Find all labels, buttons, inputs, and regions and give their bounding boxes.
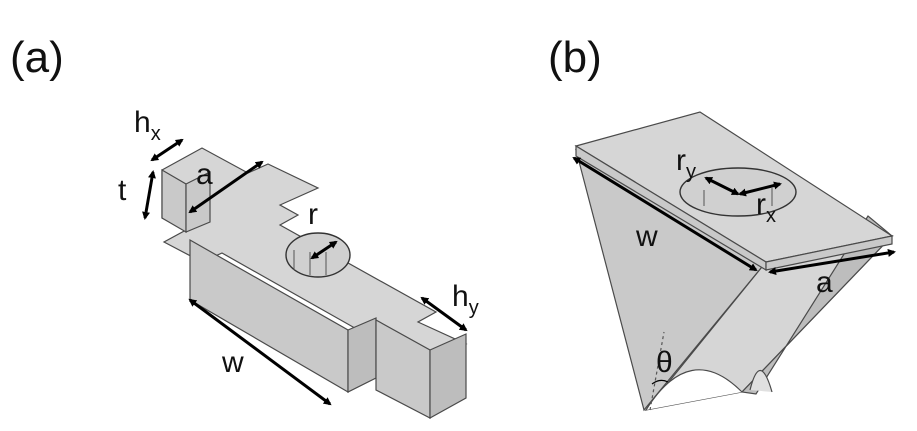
theta-guide-line — [649, 331, 665, 411]
hx-label: hx — [134, 106, 161, 145]
panel-a: (a) hx t a r — [10, 33, 479, 420]
hy-label: hy — [452, 280, 479, 319]
a-label-b: a — [816, 266, 833, 299]
wedge-arc-cutout-back — [749, 369, 773, 393]
a-label: a — [196, 158, 213, 191]
w-label-a: w — [221, 346, 244, 379]
panel-b: (b) ry — [548, 33, 896, 412]
w-arrow-a — [188, 298, 332, 406]
theta-label: θ — [656, 346, 673, 379]
main-body-front-face — [347, 317, 377, 393]
right-tab-front-face — [429, 333, 467, 420]
a-arrow-b — [768, 249, 896, 275]
a-arrow — [188, 160, 264, 214]
hx-arrow — [150, 138, 184, 162]
w-label-b: w — [635, 220, 658, 253]
theta-arc — [651, 379, 669, 385]
t-arrow — [142, 170, 156, 220]
panel-b-label: (b) — [548, 33, 602, 82]
w-arrow-b — [572, 156, 758, 272]
hy-arrow — [420, 296, 468, 332]
r-arrow — [310, 240, 338, 260]
r-label: r — [308, 198, 318, 231]
t-label: t — [118, 174, 127, 207]
panel-a-label: (a) — [10, 33, 64, 82]
ry-label: ry — [676, 144, 696, 183]
hole-b — [679, 167, 797, 217]
wedge-arc-cutout — [645, 369, 743, 411]
rx-label: rx — [756, 188, 776, 227]
